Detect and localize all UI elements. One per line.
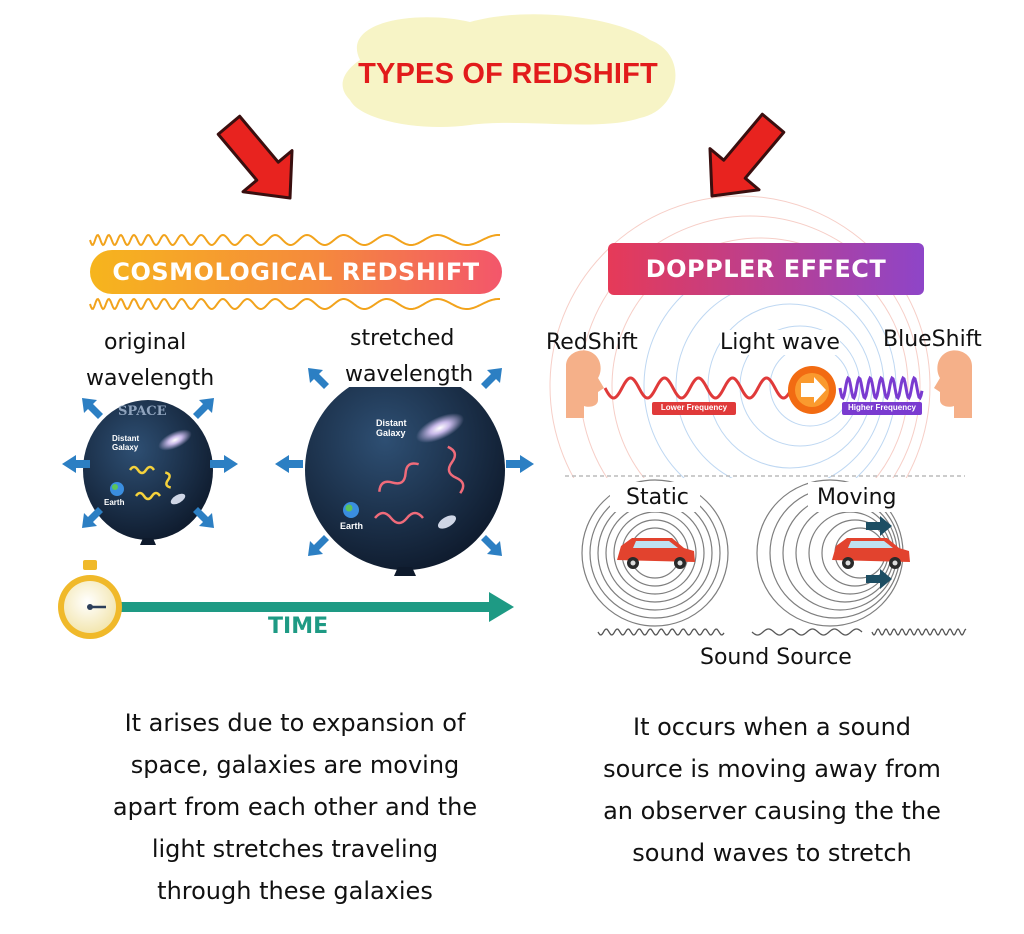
cosmological-desc-line: through these galaxies [157,877,433,905]
left-head-icon [566,350,604,418]
sound-source-label: Sound Source [700,645,852,670]
left-arrow [216,114,294,200]
moving-label: Moving [817,485,897,510]
expansion-arrows [62,368,534,556]
redshift-label: RedShift [546,330,638,355]
page-title: TYPES OF REDSHIFT [358,58,658,90]
blueshift-label: BlueShift [883,327,982,352]
doppler-desc-line: source is moving away from [603,755,941,783]
stretched-label-line2: wavelength [343,362,476,387]
distant-galaxy-small-line1: Distant [112,434,140,443]
large-universe [305,370,505,576]
static-label: Static [626,485,689,510]
cosmological-banner-label: COSMOLOGICAL REDSHIFT [112,258,480,286]
original-label-line2: wavelength [86,366,215,391]
stopwatch-icon [58,560,122,639]
doppler-desc-line: It occurs when a sound [632,713,912,741]
motion-arrows [866,516,892,589]
light-wave-label: Light wave [720,330,840,355]
cosmological-desc-line: It arises due to expansion of [124,709,466,737]
cosmological-banner [90,250,502,294]
lower-frequency-label: Lower Frequency [660,403,728,412]
distant-galaxy-large-label: Distant Galaxy [376,418,407,438]
static-car-icon [617,538,695,569]
doppler-banner-label: DOPPLER EFFECT [645,255,887,283]
right-arrow [708,112,786,198]
space-text: SPACE [118,404,167,419]
stretched-label-line1: stretched [350,326,455,351]
sound-wave-static [597,628,725,636]
cosmological-desc-line: space, galaxies are moving [130,751,460,779]
doppler-banner [608,243,924,295]
earth-small-label: Earth [104,498,125,507]
title-blob [342,14,676,128]
original-label-line1: original [104,330,187,355]
banner-waves [89,233,501,311]
higher-frequency-tag [842,402,922,415]
time-bar [118,602,493,612]
small-universe [83,400,213,545]
redshift-wave [603,376,792,400]
time-arrowhead [489,592,514,622]
doppler-desc-line: sound waves to stretch [632,839,912,867]
distant-galaxy-small-line2: Galaxy [112,443,139,452]
earth-large-label: Earth [340,521,364,531]
moving-car-icon [832,538,910,569]
sound-wave-stretched [751,628,863,636]
blueshift-wave [838,375,924,401]
distant-galaxy-large-line2: Galaxy [376,428,406,438]
doppler-desc-line: an observer causing the the [603,797,941,825]
cosmological-desc-line: light stretches traveling [151,835,439,863]
distant-galaxy-large-line1: Distant [376,418,407,428]
distant-galaxy-small-label: Distant Galaxy [112,434,139,452]
cosmological-description: It arises due to expansion of space, gal… [80,702,510,912]
sound-wave-compressed [871,628,967,636]
higher-frequency-label: Higher Frequency [847,403,916,412]
cosmological-desc-line: apart from each other and the [112,793,478,821]
time-label: TIME [268,614,329,639]
right-head-icon [934,350,972,418]
doppler-description: It occurs when a sound source is moving … [572,706,972,874]
lower-frequency-tag [652,402,736,415]
